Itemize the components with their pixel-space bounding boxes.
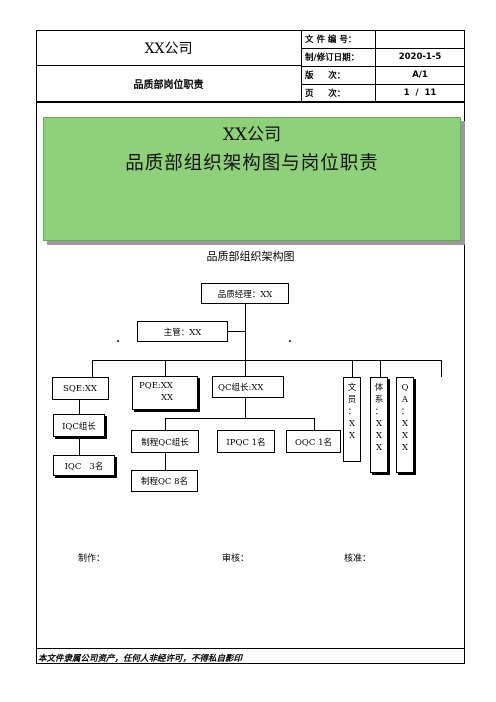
title-banner: [43, 117, 461, 241]
clerk-char-2: 员: [347, 395, 357, 405]
header-row-divider-2: [301, 66, 465, 67]
org-box-sqe: SQE:XX: [52, 377, 109, 400]
connector-clerk: [352, 360, 353, 377]
approved-by-label: 核准：: [344, 554, 372, 564]
qa-char-4: X: [401, 419, 409, 429]
clerk-char-1: 文: [347, 383, 357, 393]
doc-number-value: [375, 30, 465, 48]
clerk-char-3: ：: [347, 407, 357, 417]
connector-qc: [245, 360, 246, 376]
connector-process-qc: [165, 418, 166, 430]
reviewed-by-label: 审核：: [222, 554, 250, 564]
org-box-ipqc: IPQC 1名: [217, 430, 275, 453]
org-box-iqc-staff: IQC 3名: [53, 455, 115, 476]
system-char-4: X: [375, 419, 383, 429]
banner-subtitle: 品质部组织架构图与岗位职责: [125, 153, 379, 174]
connector-sqe: [92, 360, 93, 377]
connector-manager-trunk: [245, 303, 246, 360]
header-bottom-border: [36, 101, 465, 103]
org-box-quality-manager: 品质经理：XX: [201, 283, 289, 304]
clerk-char-4: X: [348, 419, 356, 429]
version-value: A/1: [412, 70, 428, 80]
pqe-line-1: PQE:XX: [139, 381, 173, 391]
connector-qc-down: [245, 398, 246, 418]
pqe-line-2: XX: [161, 393, 174, 403]
connector-supervisor: [228, 331, 245, 332]
connector-iqc-staff: [79, 437, 80, 455]
connector-oqc: [314, 418, 315, 430]
document-title: 品质部岗位职责: [133, 80, 204, 91]
banner-title: XX公司: [222, 125, 282, 145]
system-char-6: X: [375, 443, 383, 453]
org-box-qa: Q A ： X X X: [396, 377, 414, 473]
clerk-char-5: X: [348, 431, 356, 441]
org-chart-heading: 品质部组织架构图: [206, 250, 295, 263]
org-box-clerk: 文 员 ： X X: [343, 377, 361, 462]
footer-notice: 本文件隶属公司资产，任何人非经许可，不得私自影印: [38, 654, 243, 664]
qa-char-3: ：: [400, 407, 410, 417]
system-char-3: ：: [374, 407, 384, 417]
connector-iqc-leader: [79, 400, 80, 414]
header-divider-left: [36, 65, 301, 66]
revision-date-label: 制/修订日期：: [305, 53, 360, 63]
header-row-divider-3: [301, 84, 465, 85]
qa-char-2: A: [401, 395, 409, 405]
revision-date-value: 2020-1-5: [398, 52, 442, 62]
connector-system: [380, 360, 381, 377]
company-name: XX公司: [144, 40, 193, 57]
connector-process-qc-staff: [165, 453, 166, 470]
page-value: 1 / 11: [403, 87, 437, 98]
org-box-iqc-leader: IQC组长: [53, 414, 105, 437]
page-label: 页 次：: [305, 88, 346, 99]
dot-left: [117, 340, 119, 342]
document-frame: [36, 30, 465, 664]
connector-qa: [441, 360, 442, 377]
doc-number-label: 文 件 编 号：: [305, 35, 357, 45]
qa-char-1: Q: [401, 383, 409, 393]
qa-char-6: X: [401, 443, 409, 453]
connector-pqe: [165, 360, 166, 377]
version-label: 版 次：: [305, 71, 346, 81]
org-box-process-qc-leader: 制程QC组长: [131, 430, 199, 453]
system-char-1: 体: [374, 383, 384, 393]
system-char-2: 系: [374, 395, 384, 405]
made-by-label: 制作：: [78, 554, 106, 564]
header-row-divider-1: [301, 48, 465, 49]
system-char-5: X: [375, 431, 383, 441]
connector-qc-bar: [165, 418, 315, 419]
org-box-oqc: OQC 1名: [286, 430, 341, 453]
org-box-system: 体 系 ： X X X: [370, 377, 388, 473]
org-box-supervisor: 主管：XX: [137, 321, 228, 342]
footer-divider: [36, 648, 465, 649]
org-box-process-qc-staff: 制程QC 8名: [131, 470, 198, 492]
dot-right: [289, 340, 291, 342]
connector-level-bar: [92, 360, 442, 361]
org-box-qc-leader: QC组长:XX: [212, 376, 284, 398]
org-box-pqe: PQE:XX XX: [132, 376, 198, 410]
qa-char-5: X: [401, 431, 409, 441]
